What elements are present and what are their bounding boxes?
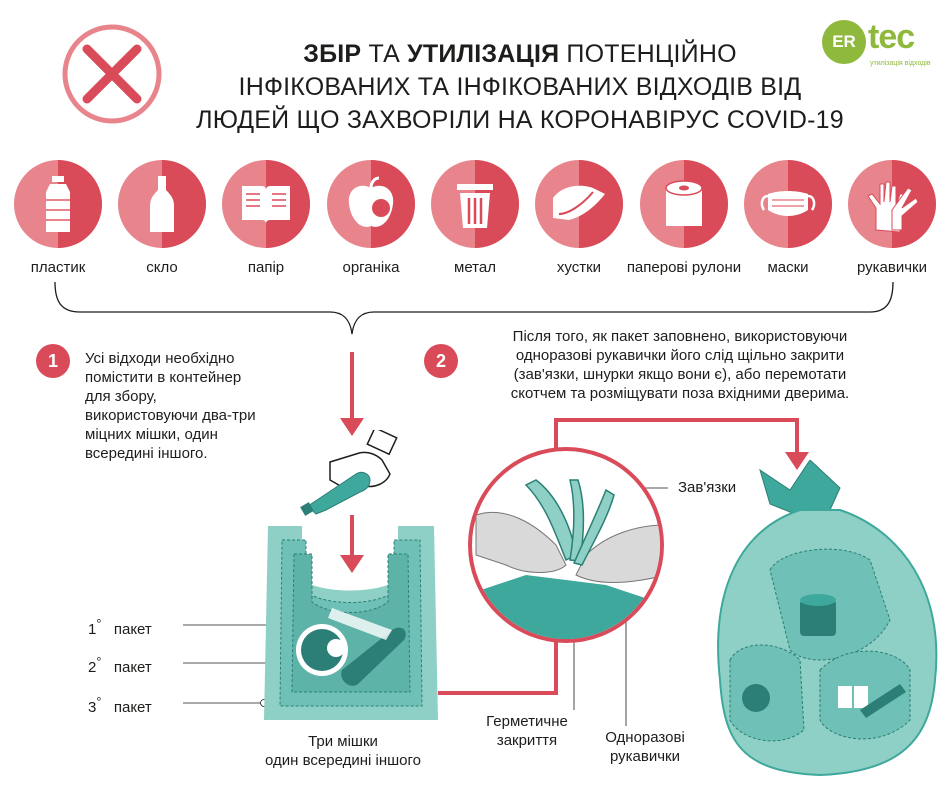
category-label: органіка: [342, 259, 400, 276]
category-label: папір: [247, 259, 285, 276]
category-label: пластик: [30, 259, 86, 276]
category-paper: папір: [220, 160, 312, 276]
mask-icon: [760, 191, 816, 216]
hand-with-bottle-icon: [300, 426, 410, 525]
ertec-logo: ER tec утилізація відходів: [822, 14, 942, 74]
glass-bottle-icon: [150, 176, 174, 232]
bags-caption: Три мішки один всередині іншого: [265, 733, 421, 769]
three-nested-bags: [262, 520, 442, 730]
plastic-bottle-icon: [46, 176, 70, 232]
paper-roll-icon: [665, 180, 703, 226]
bag-label-3: 3° пакет: [88, 695, 152, 716]
category-glass: скло: [116, 160, 208, 276]
apple-icon: [348, 176, 394, 227]
waste-categories: пластик скло папір органіка метал хустки: [8, 160, 948, 280]
book-icon: [242, 186, 290, 224]
category-organic: органіка: [325, 160, 417, 276]
category-label: рукавички: [856, 259, 927, 276]
page-title: ЗБІР ТА УТИЛІЗАЦІЯ ПОТЕНЦІЙНО ІНФІКОВАНИ…: [196, 40, 844, 134]
bag-label-2: 2° пакет: [88, 655, 152, 676]
step-1-badge: 1: [36, 344, 70, 378]
category-label: скло: [146, 259, 178, 276]
category-gloves: рукавички: [846, 160, 938, 276]
gloves-caption: Одноразові рукавички: [605, 729, 685, 765]
ties-label: Зав'язки: [678, 479, 737, 496]
category-label: маски: [767, 259, 809, 276]
prohibited-x-icon: [62, 24, 162, 124]
category-label: паперові рулони: [626, 259, 742, 276]
gloves-icon: [867, 181, 919, 233]
category-label: метал: [454, 259, 496, 276]
sealed-caption: Герметичне закриття: [486, 713, 568, 749]
category-paper-rolls: паперові рулони: [627, 160, 741, 276]
tissue-icon: [553, 185, 605, 220]
tying-bag-illustration: [466, 445, 666, 650]
category-masks: маски: [742, 160, 834, 276]
step-1-text: Усі відходи необхідно помістити в контей…: [85, 350, 256, 462]
step-2-badge: 2: [424, 344, 458, 378]
category-label: хустки: [556, 259, 602, 276]
category-plastic: пластик: [12, 160, 104, 276]
bag-label-1: 1° пакет: [88, 617, 152, 638]
tied-garbage-bag: [700, 459, 945, 785]
category-metal: метал: [429, 160, 521, 276]
trash-can-icon: [457, 184, 493, 228]
step-2-text: Після того, як пакет заповнено, використ…: [510, 328, 850, 402]
category-tissues: хустки: [533, 160, 625, 276]
